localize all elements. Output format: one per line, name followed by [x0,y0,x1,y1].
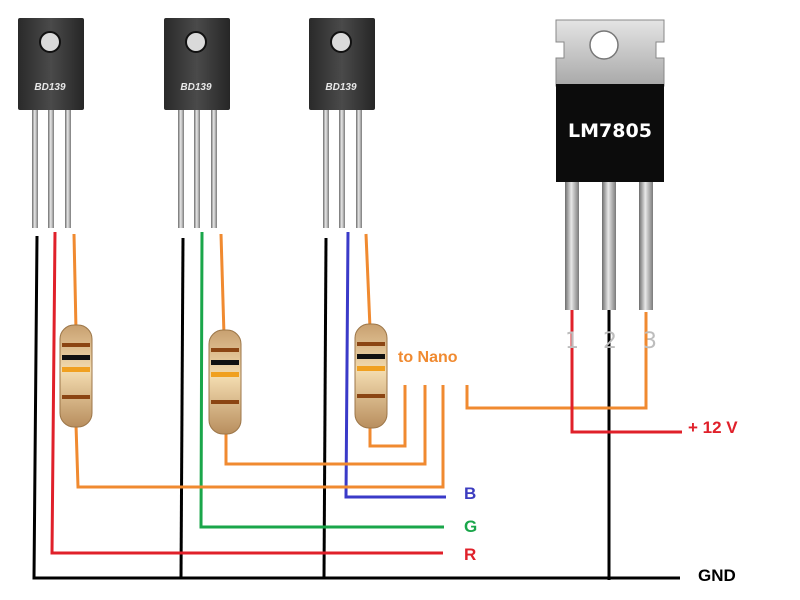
transistor-2: BD139 [164,18,230,228]
gnd-wire-2 [179,237,185,579]
r-label: R [464,545,476,564]
v12-wire [570,310,682,434]
regulator-leg [565,178,579,310]
gnd-wire-3 [322,237,328,579]
transistor-body [18,18,84,110]
transistor-hole [330,31,352,53]
transistor-body [309,18,375,110]
wires [32,231,682,580]
resistor-band [357,366,385,371]
resistor-band [62,395,90,399]
nano-wire-3 [368,385,407,448]
resistor-band [211,348,239,352]
to-nano-label: to Nano [398,349,458,366]
transistor-label: BD139 [180,82,212,93]
base-wire-3 [364,233,372,329]
transistor-leg [48,98,54,228]
transistor-1: BD139 [18,18,84,228]
transistor-3: BD139 [309,18,375,228]
regulator-pin-2: 2 [603,329,617,354]
regulator-leg [602,178,616,310]
v12-label: + 12 V [688,418,738,437]
g-label: G [464,517,477,536]
r-wire [50,231,443,555]
resistor-band [211,372,239,377]
regulator-pin-3: 3 [643,329,657,354]
resistor-band [62,367,90,372]
transistor-leg [356,98,362,228]
nano-wire-2 [224,385,427,466]
resistor-band [357,342,385,346]
resistor-band [211,400,239,404]
nano-supply-wire [465,312,648,410]
transistor-hole [185,31,207,53]
resistor-band [62,343,90,347]
transistor-leg [65,98,71,228]
b-label: B [464,484,476,503]
resistor-band [62,355,90,360]
voltage-regulator: LM7805 1 2 3 [555,19,665,354]
transistor-leg [339,98,345,228]
transistor-leg [32,98,38,228]
regulator-tab-hole [589,30,619,60]
resistor-3 [354,323,388,429]
resistor-body [354,323,388,429]
regulator-label: LM7805 [568,120,652,142]
gnd-wire-1 [32,235,680,580]
transistor-label: BD139 [34,82,66,93]
transistor-label: BD139 [325,82,357,93]
resistor-body [208,329,242,435]
transistor-leg [194,98,200,228]
transistor-leg [211,98,217,228]
resistor-2 [208,329,242,435]
base-wire-2 [219,233,226,336]
regulator-leg [639,178,653,310]
g-wire [199,231,444,529]
base-wire-1 [72,233,78,331]
nano-wire-1 [74,385,445,489]
transistor-hole [39,31,61,53]
b-wire [344,231,446,499]
resistor-band [357,354,385,359]
transistor-body [164,18,230,110]
transistor-leg [178,98,184,228]
resistor-band [211,360,239,365]
resistor-band [357,394,385,398]
regulator-pin-1: 1 [565,329,579,354]
transistor-leg [323,98,329,228]
gnd-label: GND [698,566,736,585]
resistor-1 [59,324,93,428]
regulator-body [556,84,664,182]
resistor-body [59,324,93,428]
